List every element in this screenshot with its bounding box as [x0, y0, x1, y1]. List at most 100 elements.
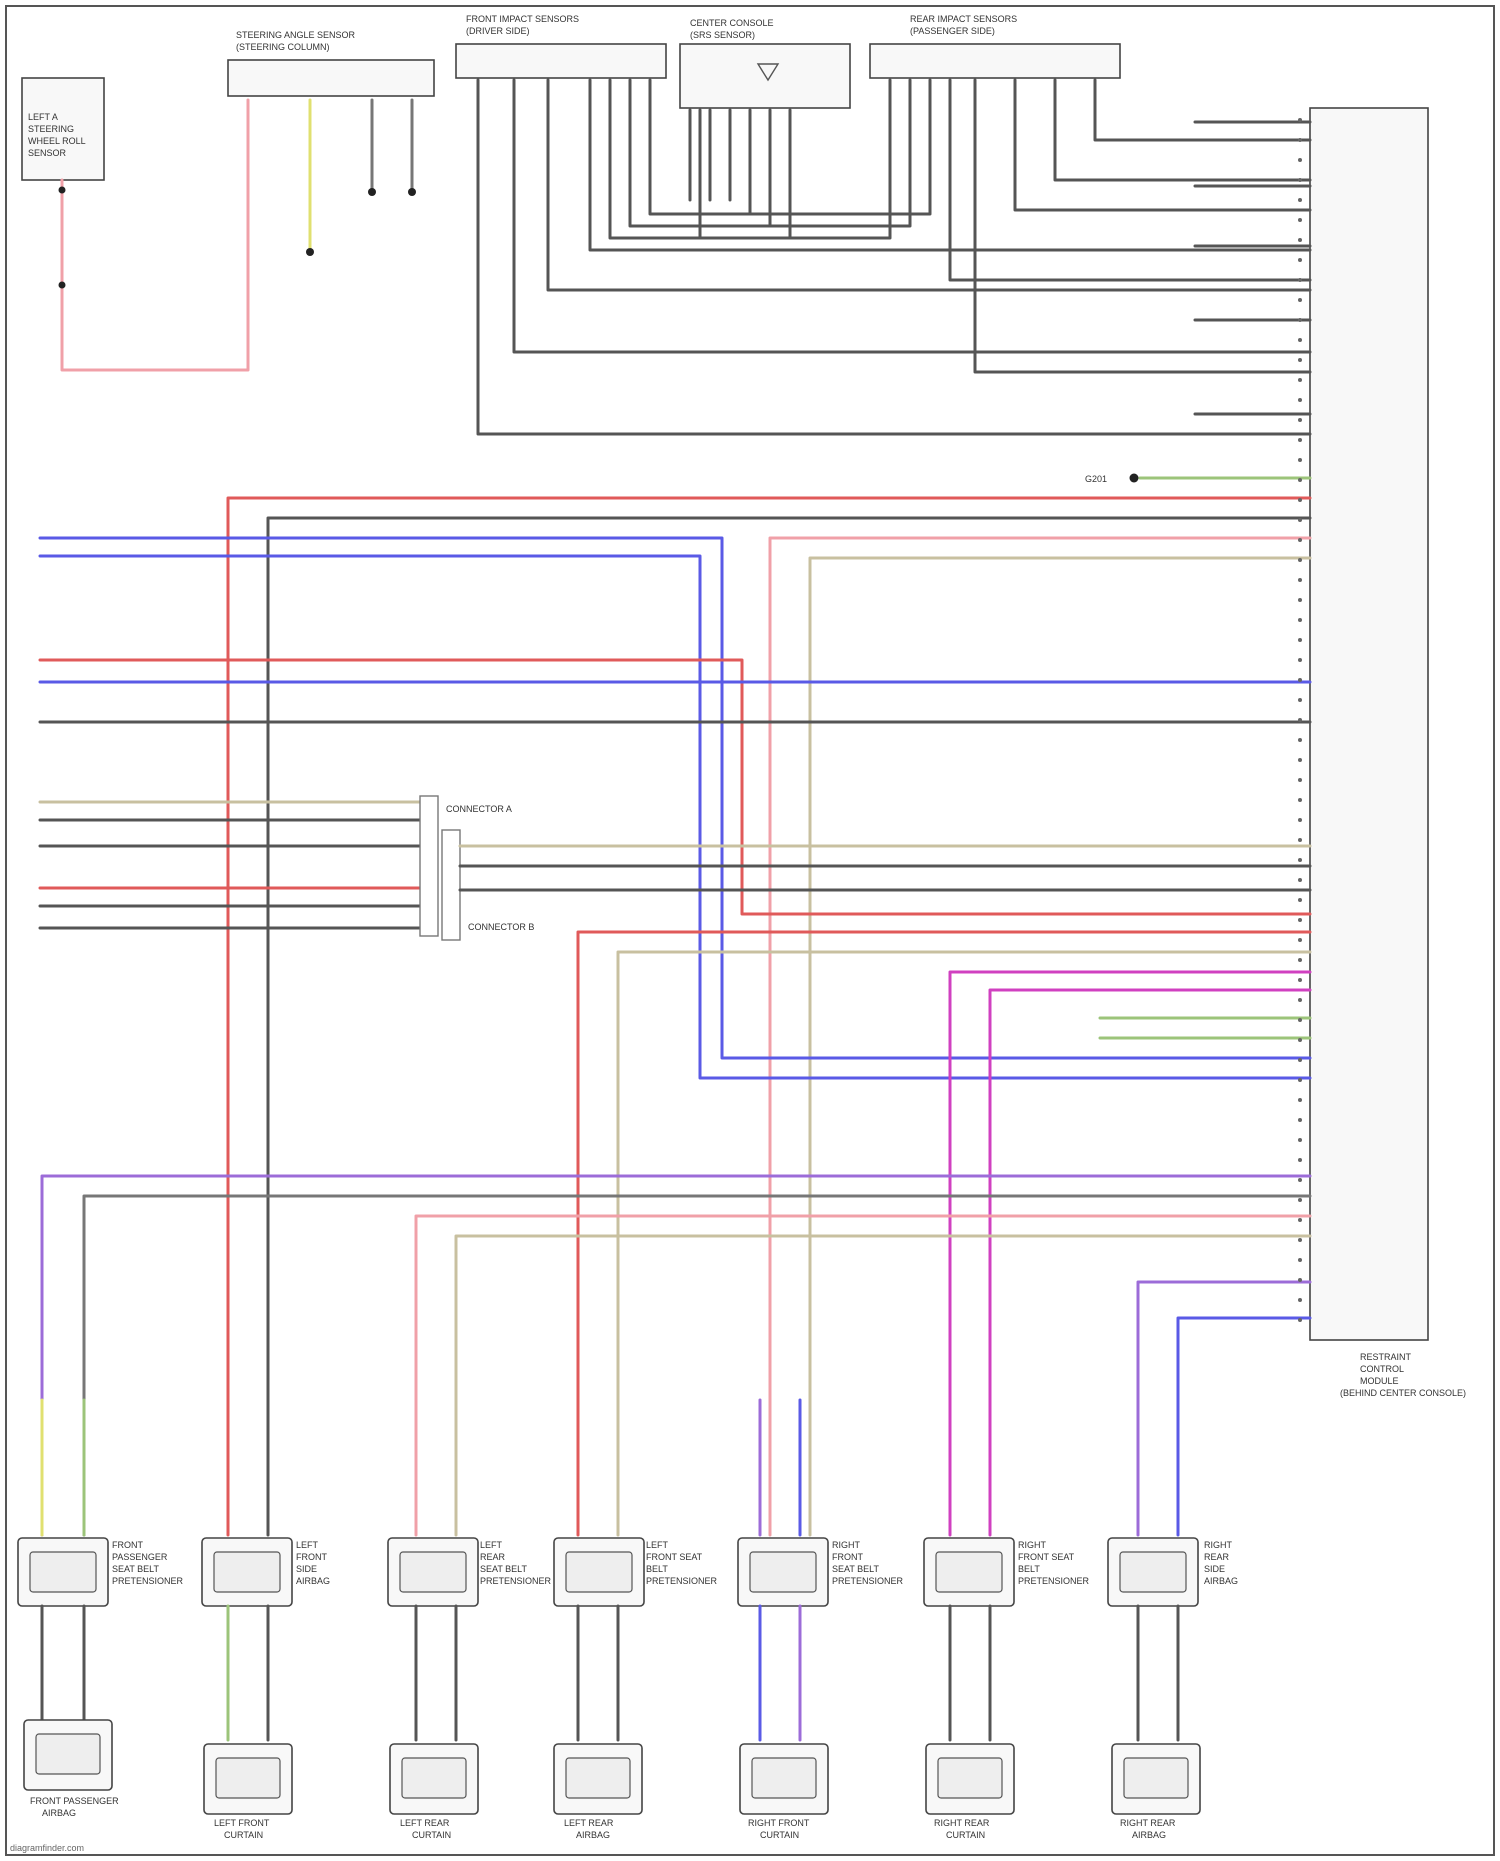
module-pin-dot: [1298, 1038, 1302, 1042]
left-top-sensor-text-4: SENSOR: [28, 148, 67, 158]
m2-lower-2: CURTAIN: [224, 1830, 263, 1840]
m7-upper-2: REAR: [1204, 1552, 1230, 1562]
module-pin-dot: [1298, 398, 1302, 402]
module-pin-dot: [1298, 1058, 1302, 1062]
module-pin-dot: [1298, 538, 1302, 542]
module-pin-dot: [1298, 298, 1302, 302]
module-pin-dot: [1298, 978, 1302, 982]
m5-lower-2: CURTAIN: [760, 1830, 799, 1840]
module-pin-dot: [1298, 878, 1302, 882]
m6-upper-3: BELT: [1018, 1564, 1040, 1574]
module-pin-dot: [1298, 358, 1302, 362]
center-console-sensor-text-2: (SRS SENSOR): [690, 30, 755, 40]
module-pin-dot: [1298, 1258, 1302, 1262]
module-pin-dot: [1298, 738, 1302, 742]
m2-upper-2: FRONT: [296, 1552, 327, 1562]
module-pin-dot: [1298, 318, 1302, 322]
m3-upper-1: LEFT: [480, 1540, 503, 1550]
module-pin-dot: [1298, 598, 1302, 602]
ground-dot: [1130, 474, 1139, 483]
m6-upper-1: RIGHT: [1018, 1540, 1047, 1550]
m5-upper-1: RIGHT: [832, 1540, 861, 1550]
module-pin-dot: [1298, 558, 1302, 562]
module-pin-dot: [1298, 278, 1302, 282]
connector-b-label: CONNECTOR B: [468, 922, 534, 932]
module-pin-dot: [1298, 638, 1302, 642]
m1-upper-4: PRETENSIONER: [112, 1576, 184, 1586]
m7-lower-1: RIGHT REAR: [1120, 1818, 1176, 1828]
front-impact-sensors-text-2: (DRIVER SIDE): [466, 26, 530, 36]
module-pin-dot: [1298, 1178, 1302, 1182]
m5-lower-1: RIGHT FRONT: [748, 1818, 810, 1828]
module-pin-dot: [1298, 418, 1302, 422]
steering-angle-sensor-text-1: STEERING ANGLE SENSOR: [236, 30, 356, 40]
module-pin-dot: [1298, 1138, 1302, 1142]
m4-upper-1: LEFT: [646, 1540, 669, 1550]
module-pin-dot: [1298, 1158, 1302, 1162]
left-top-sensor-text-3: WHEEL ROLL: [28, 136, 86, 146]
front-impact-sensors-text-1: FRONT IMPACT SENSORS: [466, 14, 579, 24]
module-pin-dot: [1298, 218, 1302, 222]
center-console-sensor-text-1: CENTER CONSOLE: [690, 18, 774, 28]
m1-lower-1: FRONT PASSENGER: [30, 1796, 119, 1806]
main-module-text-4: (BEHIND CENTER CONSOLE): [1340, 1388, 1466, 1398]
module-pin-dot: [1298, 998, 1302, 1002]
m1-lower-2: AIRBAG: [42, 1808, 76, 1818]
module-pin-dot: [1298, 338, 1302, 342]
module-pin-dot: [1298, 438, 1302, 442]
module-pin-dot: [1298, 778, 1302, 782]
module-pin-dots: [1298, 118, 1302, 1322]
module-pin-dot: [1298, 798, 1302, 802]
module-pin-dot: [1298, 178, 1302, 182]
module-pin-dot: [1298, 718, 1302, 722]
module-pin-dot: [1298, 198, 1302, 202]
ground-label: G201: [1085, 474, 1107, 484]
m6-lower-2: CURTAIN: [946, 1830, 985, 1840]
m1-upper-3: SEAT BELT: [112, 1564, 160, 1574]
module-pin-dot: [1298, 1298, 1302, 1302]
m2-upper-3: SIDE: [296, 1564, 317, 1574]
module-pin-dot: [1298, 238, 1302, 242]
m3-upper-3: SEAT BELT: [480, 1564, 528, 1574]
m7-upper-4: AIRBAG: [1204, 1576, 1238, 1586]
m6-upper-4: PRETENSIONER: [1018, 1576, 1090, 1586]
module-pin-dot: [1298, 898, 1302, 902]
m6-lower-1: RIGHT REAR: [934, 1818, 990, 1828]
module-pin-dot: [1298, 1278, 1302, 1282]
module-pin-dot: [1298, 938, 1302, 942]
m3-upper-2: REAR: [480, 1552, 506, 1562]
main-module-text-2: CONTROL: [1360, 1364, 1404, 1374]
m2-upper-1: LEFT: [296, 1540, 319, 1550]
module-pin-dot: [1298, 158, 1302, 162]
m1-upper-2: PASSENGER: [112, 1552, 168, 1562]
module-pin-dot: [1298, 1318, 1302, 1322]
m4-lower-1: LEFT REAR: [564, 1818, 614, 1828]
m7-upper-1: RIGHT: [1204, 1540, 1233, 1550]
module-pin-dot: [1298, 378, 1302, 382]
module-pin-dot: [1298, 458, 1302, 462]
module-pin-dot: [1298, 258, 1302, 262]
module-pin-dot: [1298, 858, 1302, 862]
module-pin-dot: [1298, 658, 1302, 662]
module-pin-dot: [1298, 1118, 1302, 1122]
m1-upper-1: FRONT: [112, 1540, 143, 1550]
airbag-1: FRONT PASSENGER AIRBAG: [24, 1720, 119, 1818]
module-pin-dot: [1298, 818, 1302, 822]
left-top-sensor-text-2: STEERING: [28, 124, 74, 134]
module-pin-dot: [1298, 698, 1302, 702]
module-pin-dot: [1298, 498, 1302, 502]
m7-upper-3: SIDE: [1204, 1564, 1225, 1574]
m6-upper-2: FRONT SEAT: [1018, 1552, 1075, 1562]
module-pin-dot: [1298, 758, 1302, 762]
m2-lower-1: LEFT FRONT: [214, 1818, 270, 1828]
module-pin-dot: [1298, 1238, 1302, 1242]
site-watermark: diagramfinder.com: [10, 1843, 84, 1853]
m4-upper-4: PRETENSIONER: [646, 1576, 718, 1586]
module-pin-dot: [1298, 118, 1302, 122]
module-pin-dot: [1298, 478, 1302, 482]
module-pin-dot: [1298, 578, 1302, 582]
m4-lower-2: AIRBAG: [576, 1830, 610, 1840]
rear-impact-sensors-text-2: (PASSENGER SIDE): [910, 26, 995, 36]
m3-upper-4: PRETENSIONER: [480, 1576, 552, 1586]
